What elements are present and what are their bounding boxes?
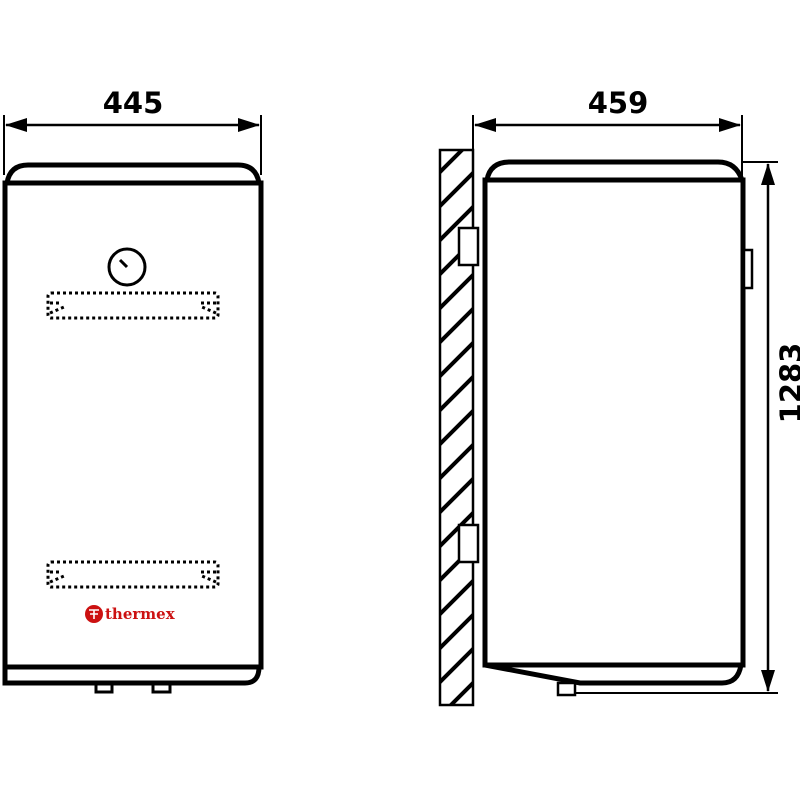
svg-text:thermex: thermex (105, 605, 176, 623)
side-bottom-cap (484, 662, 744, 686)
lower-wall-bracket (457, 523, 480, 564)
thermometer-gauge-icon (107, 247, 147, 287)
tank-body (2, 180, 264, 670)
side-pipe (556, 681, 577, 697)
front-view: 445 thermex (2, 86, 264, 694)
top-cap (4, 162, 262, 184)
width-dimension: 445 (3, 86, 262, 175)
upper-wall-bracket (457, 226, 480, 267)
height-dimension: 1283 (575, 161, 800, 694)
side-view: 459 1283 (438, 86, 800, 707)
width-label: 445 (103, 86, 164, 120)
depth-label: 459 (588, 86, 649, 120)
height-label: 1283 (774, 343, 800, 424)
water-inlet-pipe (94, 682, 114, 694)
water-outlet-pipe (151, 682, 172, 694)
bottom-cap (2, 666, 262, 686)
lower-handle-recess (46, 560, 220, 589)
side-tank-body (482, 177, 746, 668)
depth-dimension: 459 (472, 86, 743, 180)
side-control-box (742, 248, 754, 290)
thermex-logo: thermex (85, 605, 176, 623)
upper-handle-recess (46, 291, 220, 320)
side-top-cap (484, 159, 745, 181)
